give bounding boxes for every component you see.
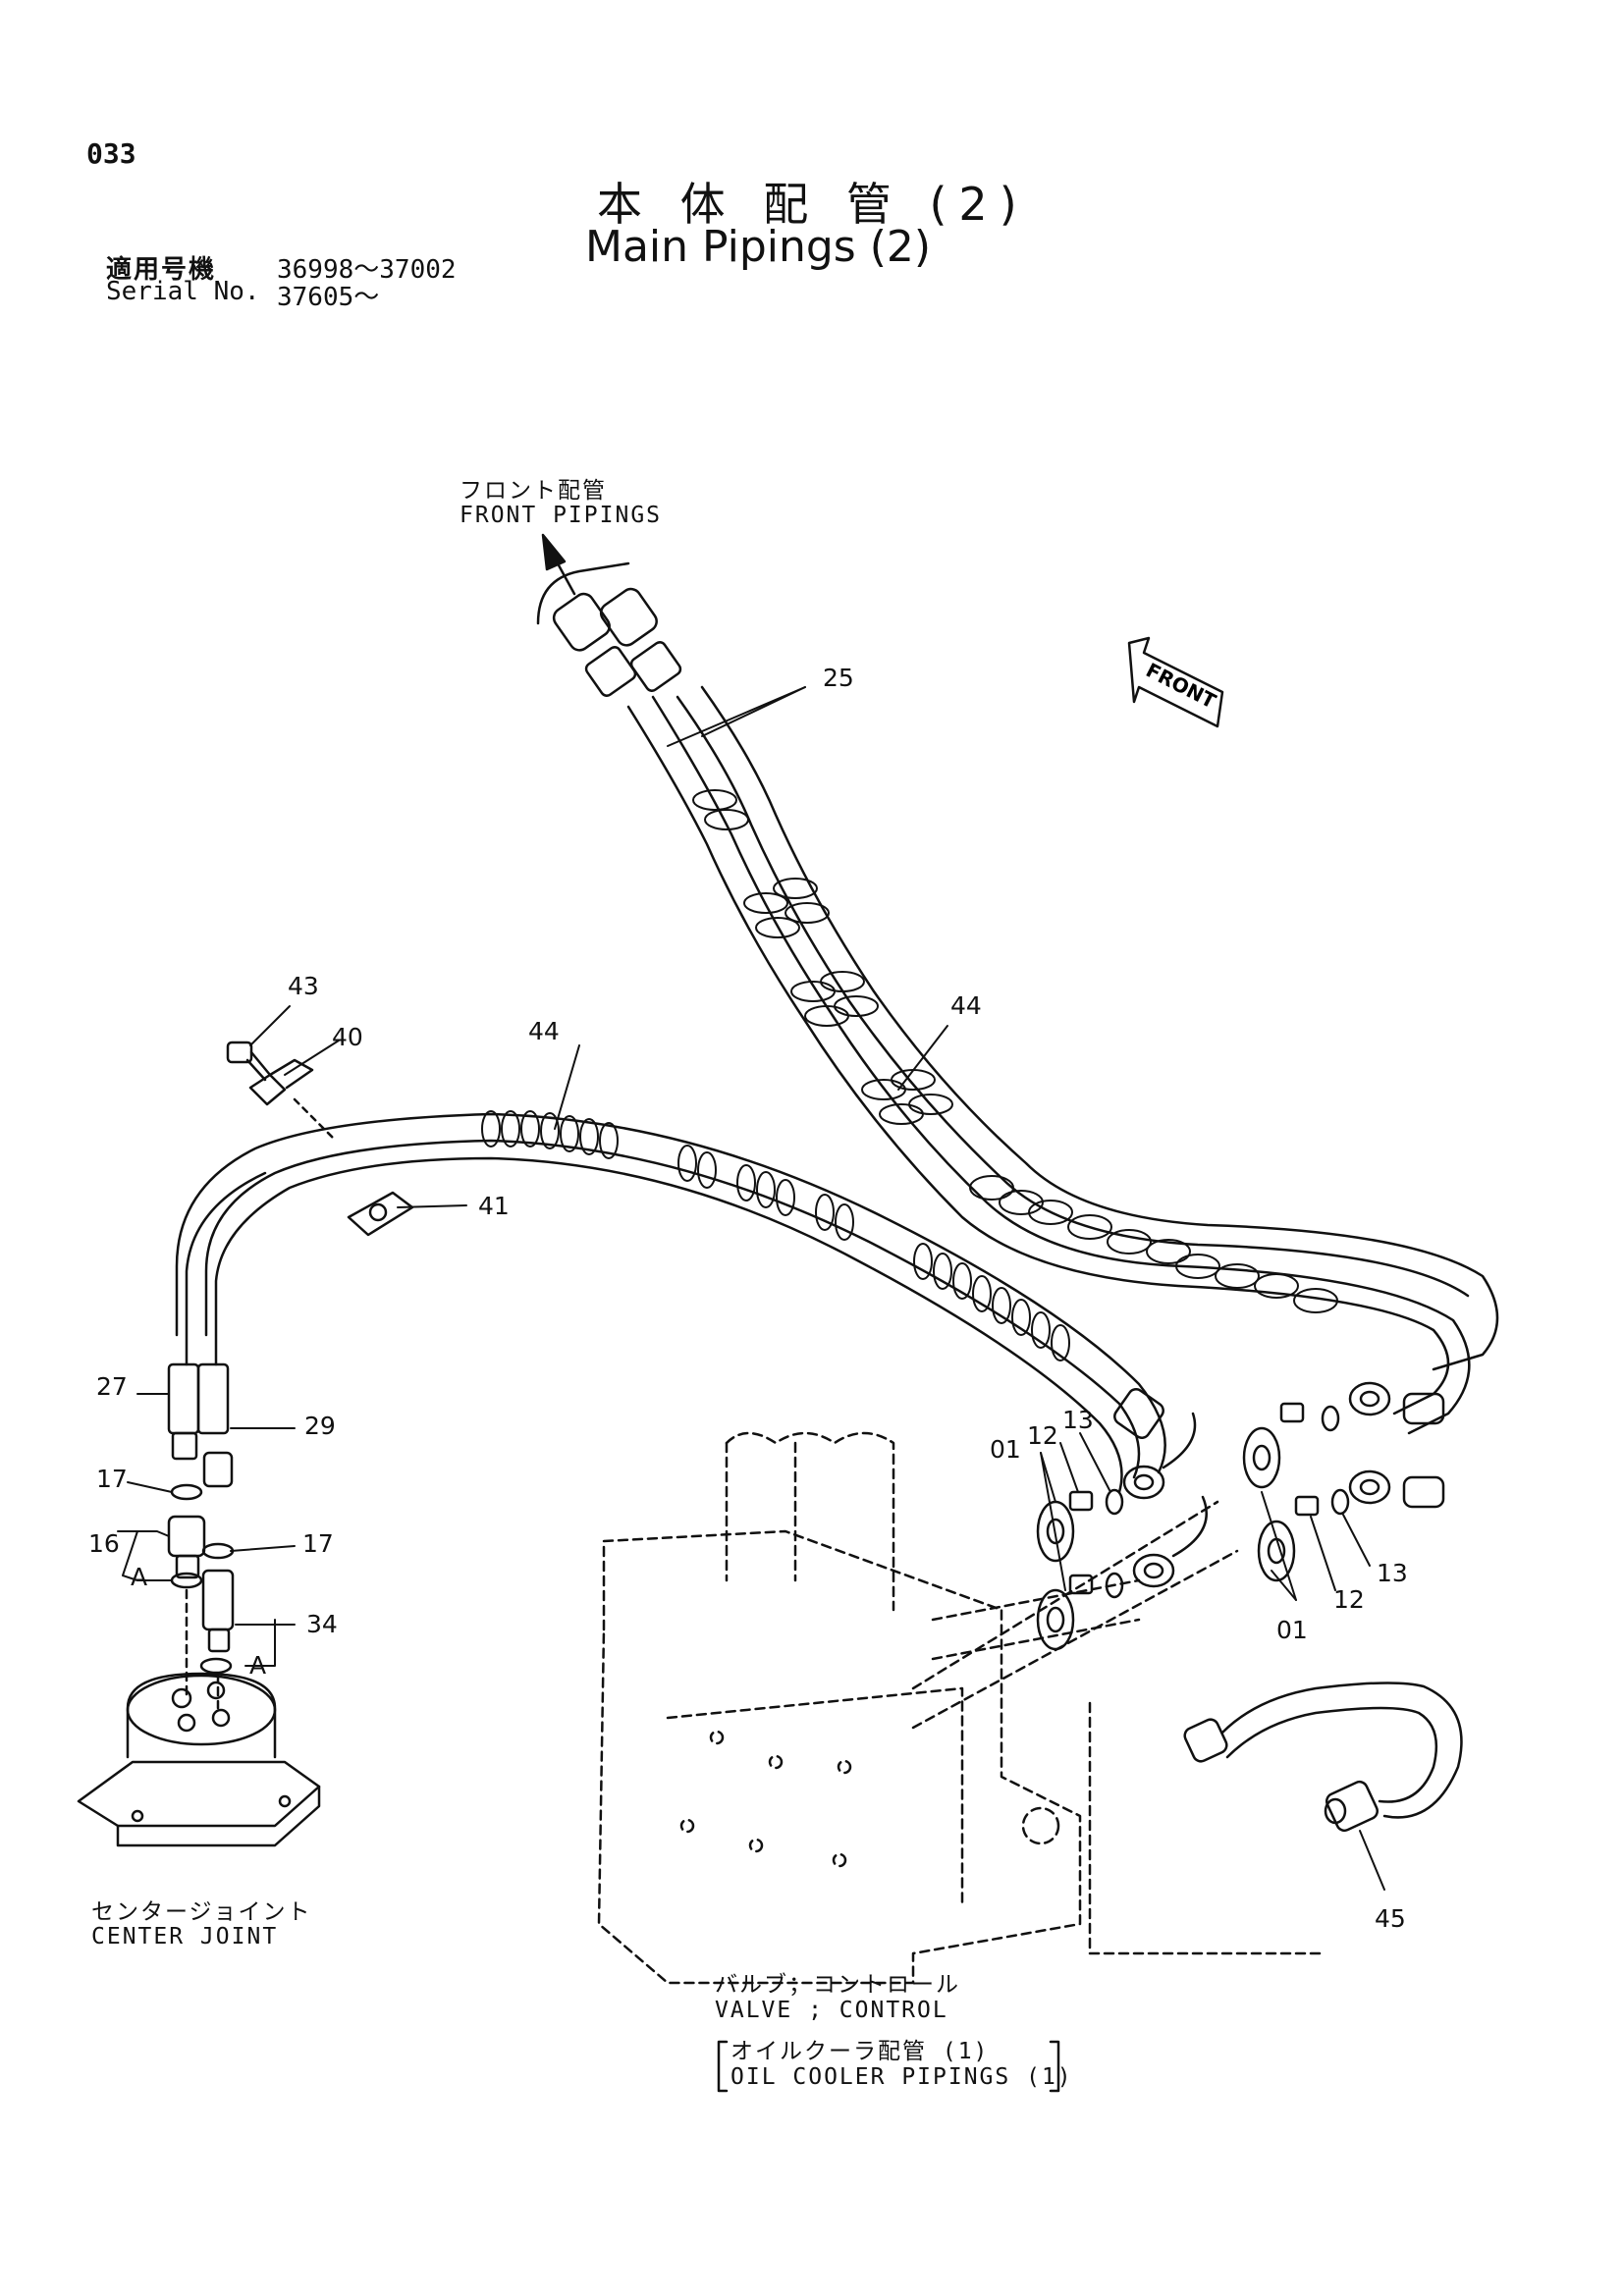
valve-control-label-jp: バルブ；コントロール bbox=[715, 1972, 960, 1998]
fittings-27-29 bbox=[167, 1362, 234, 1488]
oil-cooler-brackets bbox=[717, 2040, 1060, 2093]
front-direction-arrow bbox=[1127, 636, 1224, 728]
callout-44-right: 44 bbox=[950, 991, 982, 1020]
front-pipings-label-en: FRONT PIPINGS bbox=[460, 503, 663, 528]
title-japanese: 本 体 配 管 (2) bbox=[597, 178, 1029, 231]
callout-A-top: A bbox=[131, 1563, 148, 1591]
callout-45: 45 bbox=[1375, 1904, 1406, 1933]
callout-34: 34 bbox=[306, 1610, 338, 1638]
valve-control-label-en: VALVE ; CONTROL bbox=[715, 1998, 948, 2023]
hose-45 bbox=[1183, 1682, 1463, 1833]
callout-01-right: 01 bbox=[1276, 1616, 1308, 1644]
oil-cooler-label-jp: オイルクーラ配管 (1) bbox=[730, 2039, 990, 2064]
callout-40: 40 bbox=[332, 1023, 363, 1051]
clamp-parts bbox=[226, 1041, 414, 1237]
serial-range-1: 36998～37002 bbox=[277, 255, 457, 285]
serial-range-2: 37605～ bbox=[277, 283, 380, 312]
callout-29: 29 bbox=[304, 1412, 336, 1440]
page-number: 033 bbox=[86, 137, 136, 170]
callout-12-right: 12 bbox=[1333, 1585, 1365, 1614]
control-valve-block bbox=[597, 1431, 1327, 1985]
front-pipings-label-jp: フロント配管 bbox=[460, 478, 607, 504]
serial-label-japanese: 適用号機 bbox=[106, 255, 217, 285]
hose-25-pair bbox=[552, 587, 1499, 1509]
flange-group-right bbox=[1242, 1402, 1350, 1582]
callout-13-right: 13 bbox=[1377, 1559, 1408, 1587]
front-arrow-label: FRONT bbox=[1142, 658, 1219, 713]
callout-12-left: 12 bbox=[1027, 1421, 1058, 1450]
callout-25: 25 bbox=[823, 664, 854, 692]
callout-13-left: 13 bbox=[1062, 1406, 1094, 1434]
center-joint-label-en: CENTER JOINT bbox=[91, 1924, 279, 1949]
center-joint-label-jp: センタージョイント bbox=[91, 1899, 312, 1925]
callout-01-left: 01 bbox=[990, 1435, 1021, 1464]
callout-44-left: 44 bbox=[528, 1017, 560, 1045]
callout-27: 27 bbox=[96, 1372, 128, 1401]
callout-16: 16 bbox=[88, 1529, 120, 1558]
flange-group-left bbox=[1036, 1488, 1124, 1651]
center-joint-assembly bbox=[77, 1483, 321, 1847]
callout-43: 43 bbox=[288, 972, 319, 1000]
title-english: Main Pipings (2) bbox=[585, 222, 932, 272]
callout-17-top: 17 bbox=[96, 1465, 128, 1493]
leader-lines bbox=[117, 686, 1385, 1891]
oil-cooler-label-en: OIL COOLER PIPINGS (1) bbox=[730, 2064, 1073, 2090]
serial-label-english: Serial No. bbox=[106, 277, 260, 306]
front-pipings-arrow bbox=[536, 533, 630, 625]
hose-44-long bbox=[175, 1110, 1208, 1588]
callout-41: 41 bbox=[478, 1192, 510, 1220]
callout-A-bottom: A bbox=[249, 1651, 267, 1680]
callout-17-bottom: 17 bbox=[302, 1529, 334, 1558]
